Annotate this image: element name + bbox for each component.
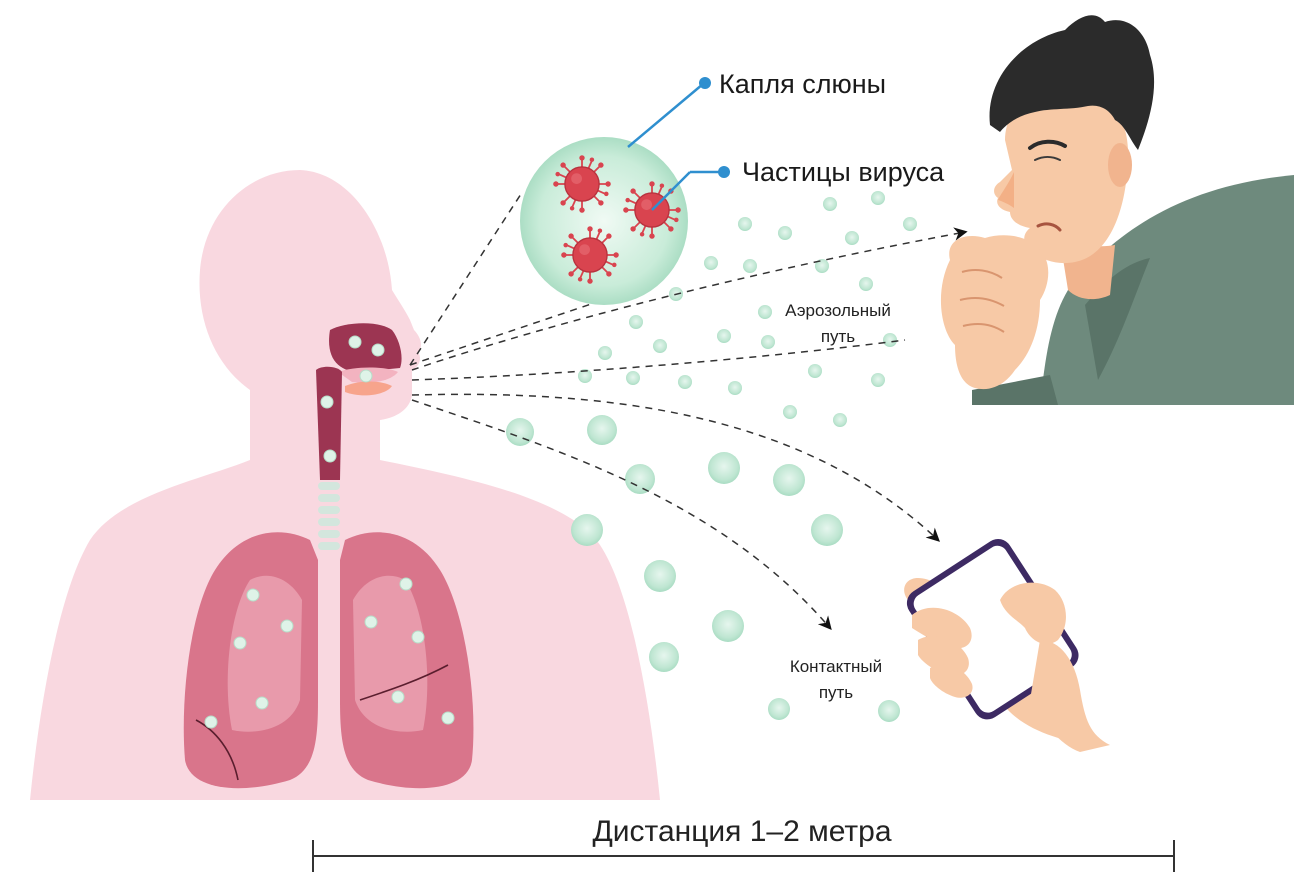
virus-particle-icon <box>553 155 611 213</box>
nasal-cavity <box>329 323 402 372</box>
aerosol-path-label-2: путь <box>821 327 855 346</box>
person-coughing-icon <box>941 15 1294 405</box>
saliva-drop-zoom <box>410 137 688 365</box>
callout-virus: Частицы вируса <box>652 157 945 210</box>
contact-path-label-1: Контактный <box>790 657 882 676</box>
fist <box>941 235 1048 389</box>
distance-scale: Дистанция 1–2 метра <box>313 815 1174 872</box>
trachea <box>316 367 342 480</box>
phone-in-hand-icon <box>902 534 1110 752</box>
contact-path-label-2: путь <box>819 683 853 702</box>
saliva-drop-label: Капля слюны <box>719 69 886 99</box>
callout-saliva: Капля слюны <box>628 69 886 147</box>
virus-particle-icon <box>561 226 619 284</box>
aerosol-path-label-1: Аэрозольный <box>785 301 891 320</box>
distance-label: Дистанция 1–2 метра <box>592 815 891 848</box>
virus-particles-label: Частицы вируса <box>742 157 945 187</box>
